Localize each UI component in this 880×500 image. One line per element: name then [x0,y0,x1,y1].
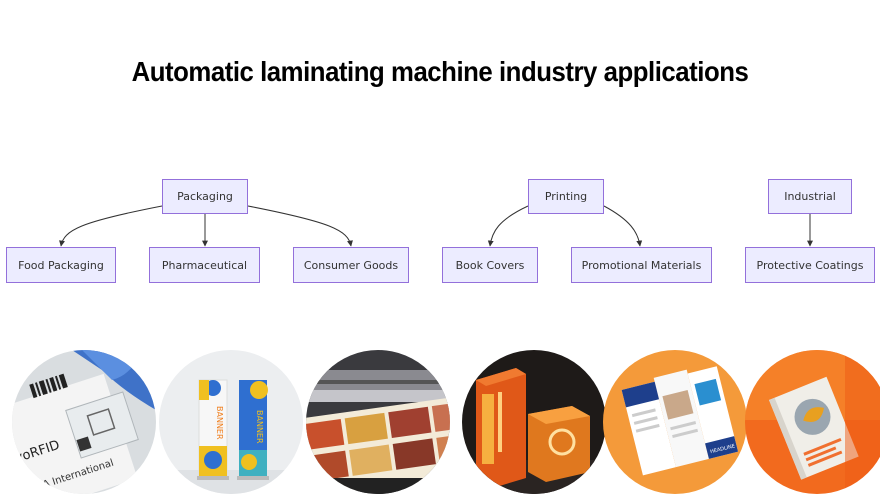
node-printing: Printing [528,179,604,214]
page-title: Automatic laminating machine industry ap… [131,56,749,87]
node-food-packaging: Food Packaging [6,247,116,283]
photo-rfid-label: yoRFID GA International [12,350,156,494]
photo-book [745,350,880,494]
photo-laminator [306,350,450,494]
photo-banner-stands: BANNER BANNER [159,350,303,494]
banner-text-1: BANNER [215,406,224,440]
photo-orange-box [462,350,606,494]
edge-packaging-food-packaging [59,205,163,247]
edge-printing-book-covers [487,205,529,247]
node-promotional-materials: Promotional Materials [571,247,712,283]
node-pharmaceutical: Pharmaceutical [149,247,260,283]
photo-brochure: HEADLINE [603,350,747,494]
edge-printing-promotional-materials [603,205,643,247]
node-protective-coatings: Protective Coatings [745,247,875,283]
banner-text-2: BANNER [255,410,264,444]
node-industrial: Industrial [768,179,852,214]
node-packaging: Packaging [162,179,248,214]
brochure-headline-text: HEADLINE [710,443,736,455]
edge-packaging-consumer-goods [247,205,353,247]
node-book-covers: Book Covers [442,247,538,283]
node-consumer-goods: Consumer Goods [293,247,409,283]
